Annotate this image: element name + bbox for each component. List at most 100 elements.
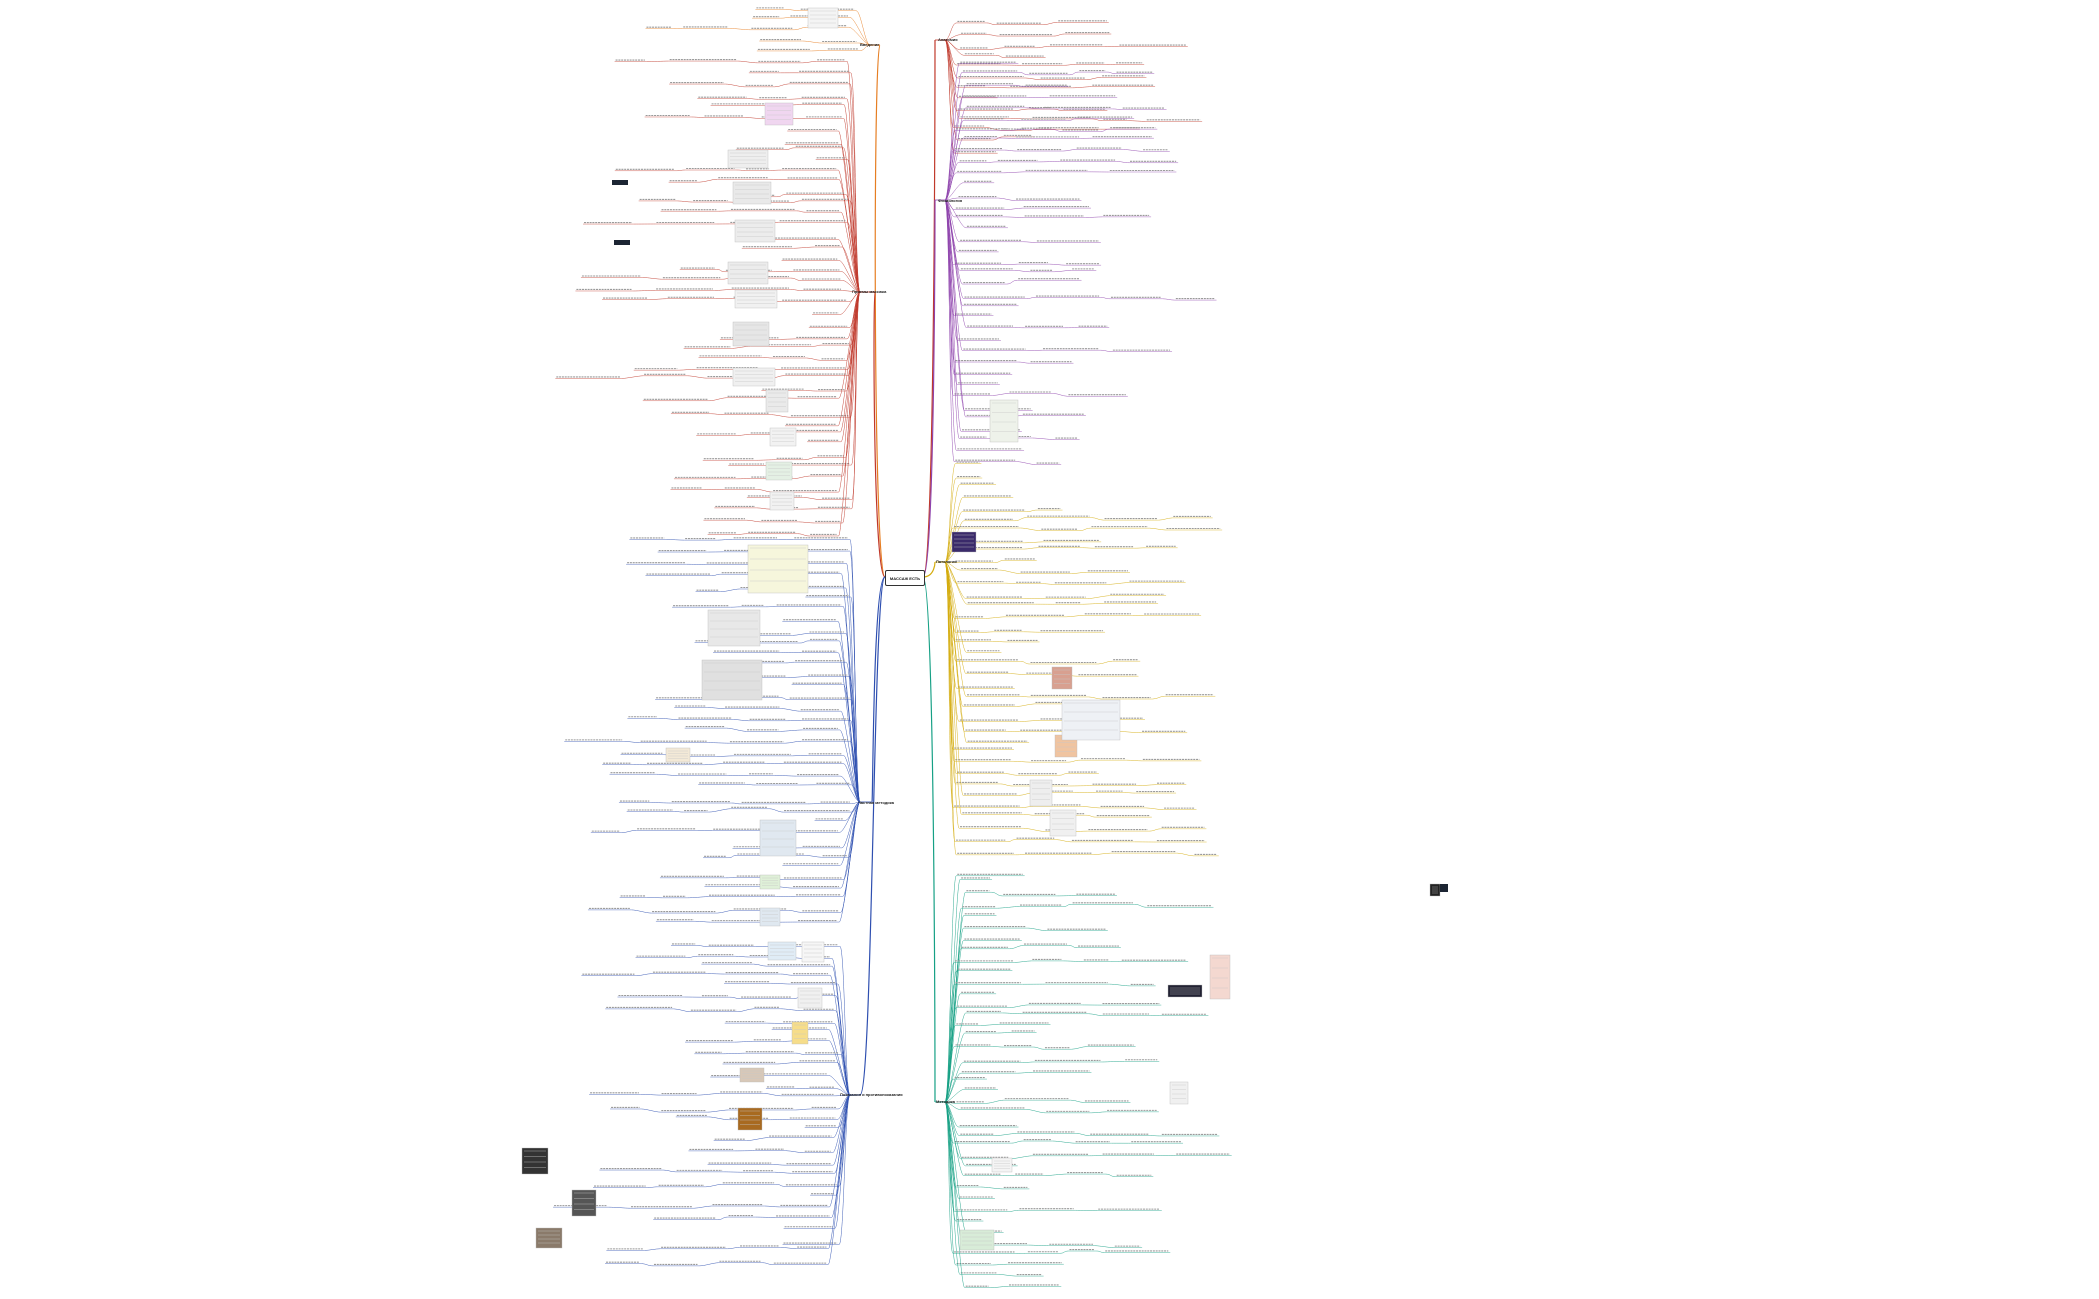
sub-branch <box>732 346 751 349</box>
sub-branch <box>803 497 822 500</box>
image-thumbnail[interactable] <box>989 399 1019 443</box>
image-thumbnail[interactable] <box>1167 984 1203 998</box>
sub-branch <box>998 197 1016 201</box>
sub-branch <box>1005 773 1018 776</box>
image-thumbnail[interactable] <box>727 149 769 169</box>
sub-branch <box>1015 517 1027 522</box>
image-thumbnail[interactable] <box>665 747 691 763</box>
sub-branch <box>1053 129 1062 132</box>
sub-branch <box>1117 161 1129 164</box>
sub-branch <box>1067 118 1077 121</box>
branch-label-lower-right[interactable]: Методика <box>936 1099 956 1104</box>
image-thumbnail[interactable] <box>765 389 789 413</box>
sub-branch <box>1019 720 1040 722</box>
sub-branch <box>785 9 800 11</box>
image-thumbnail[interactable] <box>1209 954 1231 1000</box>
sub-branch <box>944 137 964 201</box>
sub-branch <box>944 34 960 41</box>
sub-branch <box>716 269 725 273</box>
sub-branch <box>1016 703 1035 707</box>
image-thumbnail[interactable] <box>991 1157 1013 1173</box>
sub-branch <box>1152 695 1165 700</box>
sub-branch <box>1043 583 1054 585</box>
branch-label-upper-right[interactable]: Физиология <box>938 198 963 203</box>
image-thumbnail[interactable] <box>759 907 781 927</box>
image-thumbnail[interactable] <box>765 461 793 481</box>
sub-branch <box>1138 784 1156 786</box>
sub-branch <box>944 39 959 99</box>
image-thumbnail[interactable] <box>791 1021 809 1045</box>
branch-label-mid-right[interactable]: Патология <box>936 559 957 564</box>
sub-branch <box>944 561 967 674</box>
image-thumbnail[interactable] <box>737 1107 763 1131</box>
image-thumbnail[interactable] <box>767 941 797 961</box>
image-thumbnail[interactable] <box>732 321 770 347</box>
image-thumbnail[interactable] <box>759 874 781 890</box>
image-thumbnail[interactable] <box>734 219 776 243</box>
sub-branch <box>697 945 708 947</box>
image-thumbnail[interactable] <box>727 261 769 285</box>
sub-branch <box>1021 696 1030 698</box>
image-thumbnail[interactable] <box>1051 666 1073 690</box>
root-node[interactable]: МАССАЖ ЕСТЬ <box>885 570 925 586</box>
sub-branch <box>1071 1046 1087 1050</box>
sub-branch <box>944 39 958 141</box>
sub-branch <box>1068 759 1081 763</box>
sub-branch <box>944 1089 964 1103</box>
image-thumbnail[interactable] <box>1429 883 1441 897</box>
sub-branch <box>677 200 693 203</box>
branch-label-upper-left[interactable]: Приемы массажа <box>852 289 887 294</box>
image-thumbnail[interactable] <box>571 1189 597 1217</box>
sub-branch <box>780 973 793 976</box>
sub-branch <box>1023 827 1045 832</box>
sub-branch <box>656 773 678 776</box>
sub-branch <box>1053 33 1065 37</box>
sub-branch <box>828 1094 851 1249</box>
sub-branch <box>746 1137 769 1141</box>
image-thumbnail[interactable] <box>701 659 763 701</box>
sub-branch <box>777 194 786 198</box>
sub-branch <box>666 539 685 541</box>
image-thumbnail[interactable] <box>769 427 797 447</box>
image-thumbnail[interactable] <box>732 181 772 205</box>
sub-branch <box>992 1263 1008 1266</box>
sub-branch <box>944 1032 966 1103</box>
sub-branch <box>840 291 861 443</box>
sub-branch <box>944 1101 967 1233</box>
sub-branch <box>992 136 1003 141</box>
sub-branch <box>944 1101 960 1110</box>
branch-label-top-left[interactable]: Введение <box>860 42 880 47</box>
sub-branch <box>1086 77 1102 80</box>
main-branch <box>922 39 936 578</box>
sub-branch <box>1092 118 1103 121</box>
sub-branch <box>1177 852 1194 857</box>
image-thumbnail[interactable] <box>1049 809 1077 837</box>
image-thumbnail[interactable] <box>747 544 809 594</box>
image-thumbnail[interactable] <box>764 102 794 126</box>
image-thumbnail[interactable] <box>759 819 797 857</box>
sub-branch <box>647 1186 658 1188</box>
sub-branch <box>1119 731 1142 734</box>
image-thumbnail[interactable] <box>732 367 776 387</box>
sub-branch <box>1108 582 1129 585</box>
branch-label-top-right[interactable]: Анатомия <box>938 37 958 42</box>
image-thumbnail[interactable] <box>1169 1081 1189 1105</box>
image-thumbnail[interactable] <box>707 609 761 647</box>
branch-label-bottom-left[interactable]: Показания и противопоказания <box>840 1092 903 1097</box>
branch-label-lower-left[interactable]: Частная методика <box>858 800 894 805</box>
image-thumbnail[interactable] <box>734 289 778 309</box>
image-thumbnail[interactable] <box>1029 779 1053 807</box>
image-thumbnail[interactable] <box>739 1067 765 1083</box>
image-thumbnail[interactable] <box>521 1147 549 1175</box>
sub-branch <box>694 1205 712 1209</box>
sub-branch <box>1128 120 1146 122</box>
sub-branch <box>1107 71 1116 74</box>
sub-branch <box>1026 1109 1046 1114</box>
image-thumbnail[interactable] <box>1061 699 1121 741</box>
sub-branch <box>1028 1244 1049 1246</box>
image-thumbnail[interactable] <box>769 491 795 511</box>
sub-branch <box>1025 77 1040 80</box>
main-branch <box>922 561 936 578</box>
sub-branch <box>845 587 861 803</box>
sub-branch <box>1149 527 1166 531</box>
